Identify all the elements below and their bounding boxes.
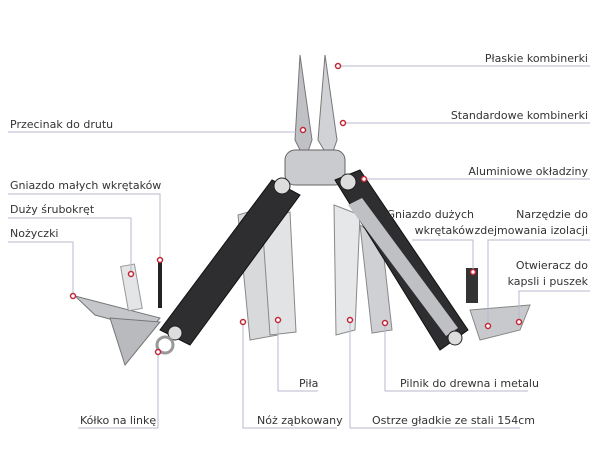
label-otwieracz: Otwieracz do kapsli i puszek: [507, 259, 588, 288]
label-standardowe-kombinerki: Standardowe kombinerki: [450, 109, 588, 122]
label-kolko: Kółko na linkę: [80, 414, 157, 427]
multitool-image: [73, 54, 531, 367]
label-nozyczki: Nożyczki: [10, 227, 59, 240]
leader-lines: [8, 65, 590, 429]
label-gniazdo-duzych: Gniazdo dużych wkrętaków: [386, 208, 474, 237]
marker-dots: [69, 62, 523, 356]
label-gniazdo-malych: Gniazdo małych wkrętaków: [10, 179, 162, 192]
label-ostrze: Ostrze gładkie ze stali 154cm: [372, 414, 535, 427]
label-pilnik: Pilnik do drewna i metalu: [400, 377, 539, 390]
label-okladziny: Aluminiowe okładziny: [468, 165, 588, 178]
label-plaskie-kombinerki: Płaskie kombinerki: [484, 52, 588, 65]
label-srubokret: Duży śrubokręt: [10, 203, 95, 216]
label-noz: Nóż ząbkowany: [257, 414, 343, 427]
label-pila: Piła: [299, 377, 319, 390]
label-przecinak: Przecinak do drutu: [10, 118, 114, 131]
label-izolacja: Narzędzie do zdejmowania izolacji: [474, 208, 588, 237]
